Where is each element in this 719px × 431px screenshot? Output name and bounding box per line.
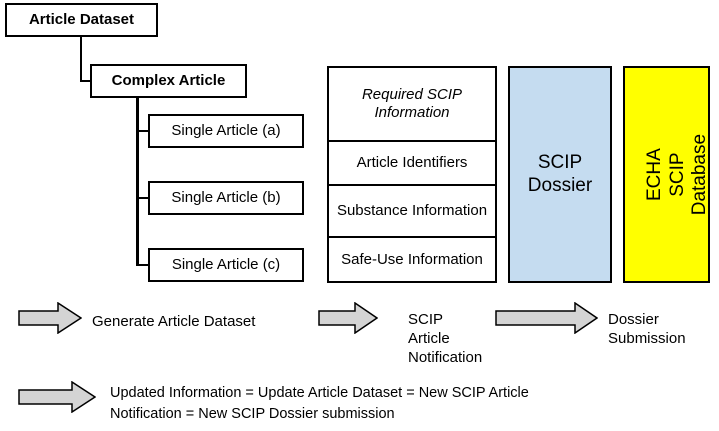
flow-step-3-label: Dossier Submission <box>608 311 686 348</box>
right-arrow-icon <box>495 301 599 335</box>
flow-step-1-label: Generate Article Dataset <box>92 313 256 330</box>
right-arrow-icon <box>318 301 379 335</box>
scip-panel-header: Required SCIP Information <box>329 68 495 142</box>
connector-complex-vertical <box>136 98 139 266</box>
article-dataset-box[interactable]: Article Dataset <box>5 3 158 37</box>
single-article-a-label: Single Article (a) <box>171 122 281 140</box>
single-article-b-label: Single Article (b) <box>171 189 281 207</box>
complex-article-box[interactable]: Complex Article <box>90 64 247 98</box>
connector-child-c <box>136 264 150 266</box>
single-article-a-box[interactable]: Single Article (a) <box>148 114 304 148</box>
scip-dossier-label: SCIP Dossier <box>527 151 593 196</box>
single-article-c-box[interactable]: Single Article (c) <box>148 248 304 282</box>
echa-scip-database-box[interactable]: ECHA SCIP Database <box>623 66 710 283</box>
required-scip-information-panel[interactable]: Required SCIP Information Article Identi… <box>327 66 497 283</box>
connector-root-horizontal <box>80 80 92 82</box>
right-arrow-icon <box>18 301 83 335</box>
flow-step-2-label: SCIP Article Notification <box>408 311 483 367</box>
scip-row-article-identifiers[interactable]: Article Identifiers <box>329 142 495 186</box>
footnote-label: Updated Information = Update Article Dat… <box>110 385 529 423</box>
scip-dossier-box[interactable]: SCIP Dossier <box>508 66 612 283</box>
connector-child-a <box>136 130 150 132</box>
article-dataset-label: Article Dataset <box>28 11 135 29</box>
single-article-c-label: Single Article (c) <box>171 256 281 274</box>
single-article-b-box[interactable]: Single Article (b) <box>148 181 304 215</box>
complex-article-label: Complex Article <box>111 72 226 90</box>
scip-row-safe-use-information[interactable]: Safe-Use Information <box>341 250 483 268</box>
connector-child-b <box>136 197 150 199</box>
connector-root-vertical <box>80 37 82 81</box>
right-arrow-icon <box>18 380 97 414</box>
scip-row-substance-information[interactable]: Substance Information <box>329 186 495 238</box>
echa-scip-database-label: ECHA SCIP Database <box>643 133 711 216</box>
